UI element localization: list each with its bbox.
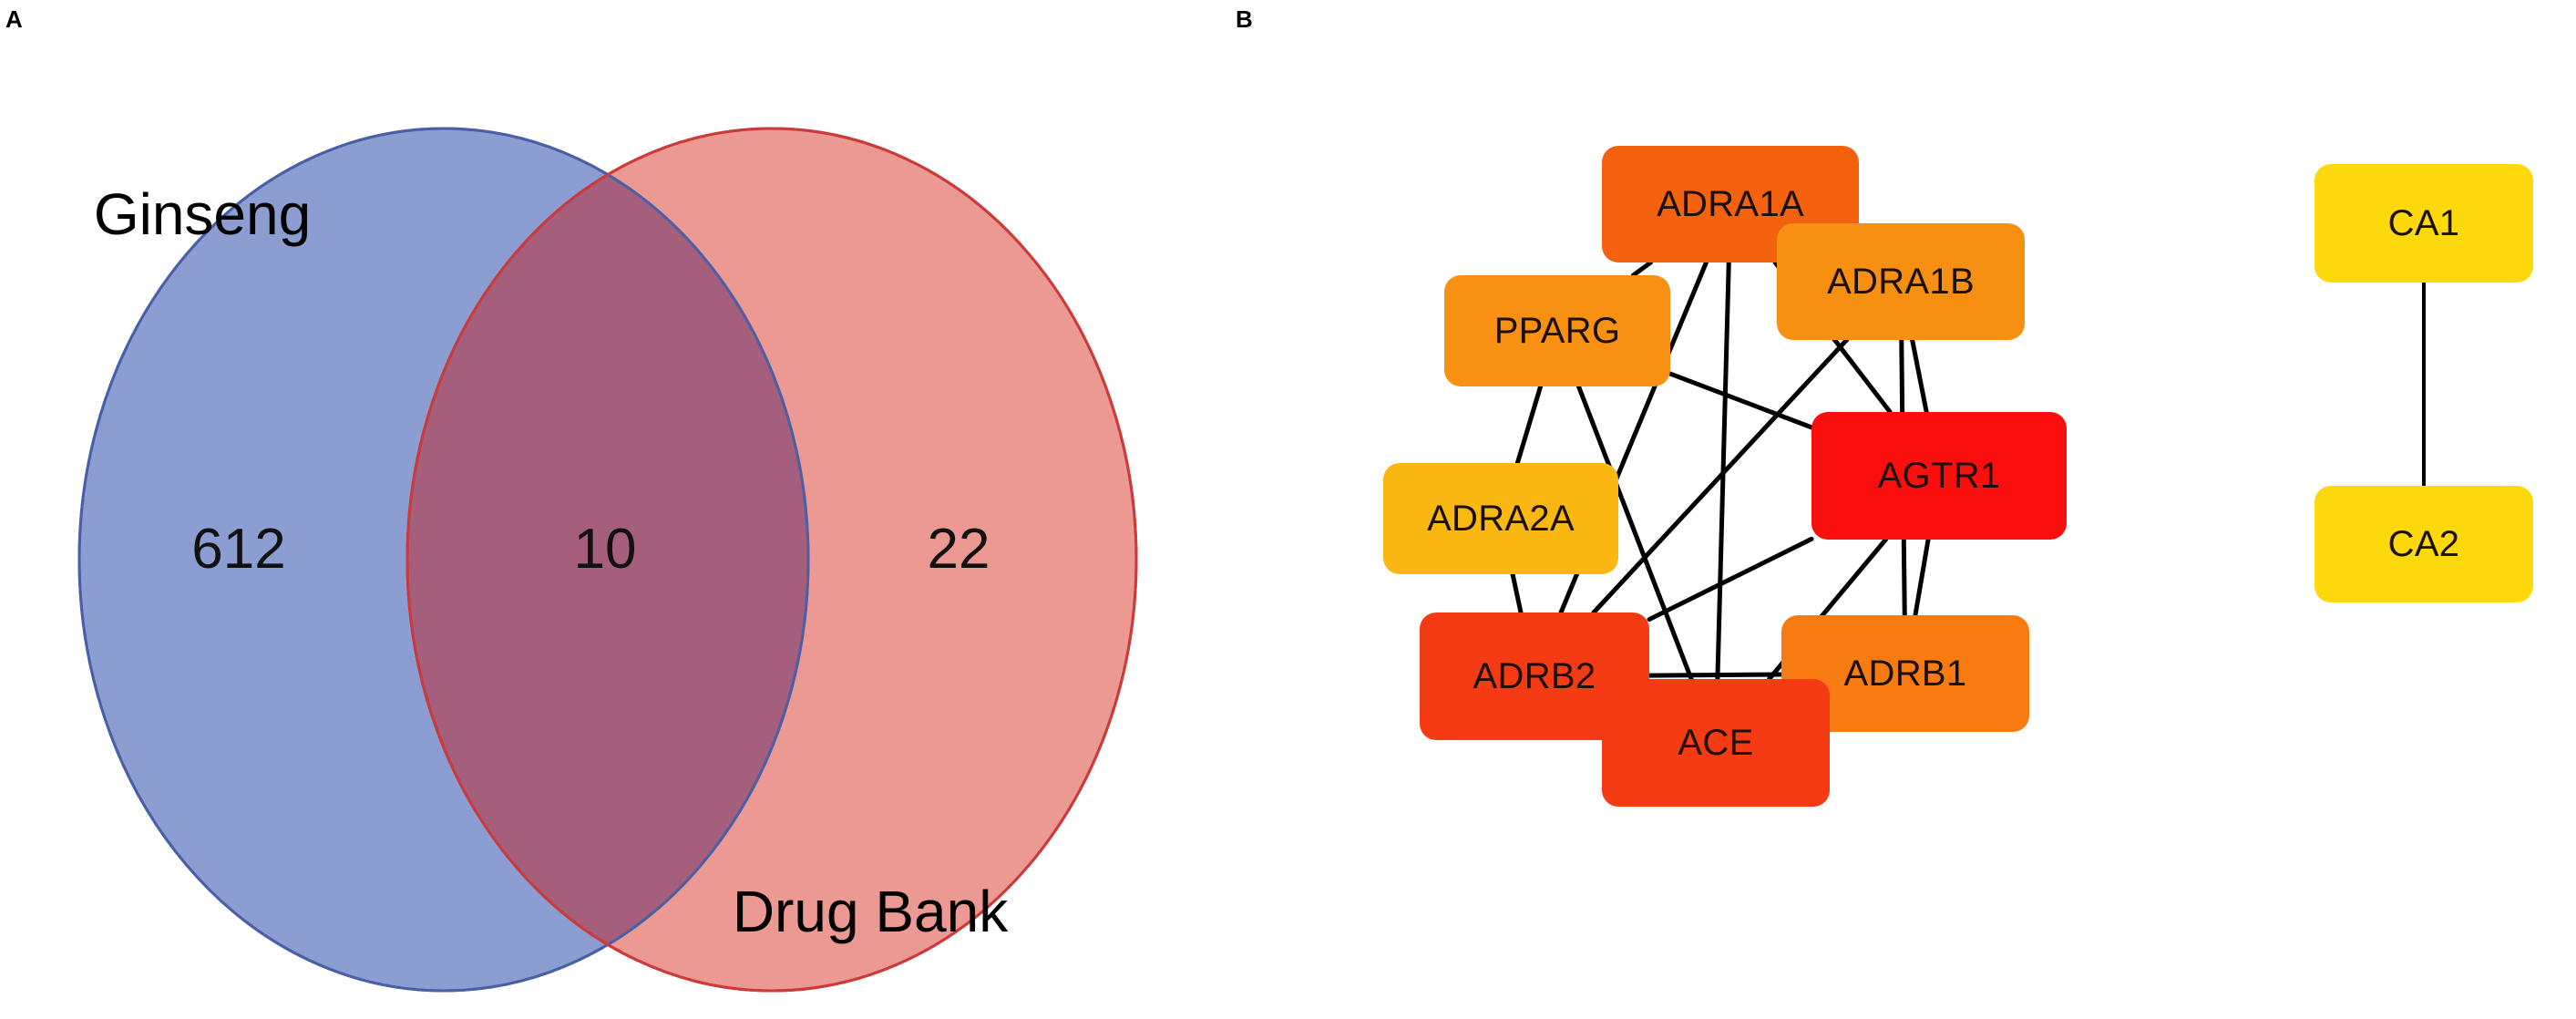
network-node-ca2[interactable]: CA2	[2314, 486, 2533, 602]
venn-outline-drugbank	[405, 127, 1138, 993]
network-node-pparg[interactable]: PPARG	[1444, 275, 1670, 386]
network-node-adra1b[interactable]: ADRA1B	[1777, 223, 2025, 340]
network-node-ca1[interactable]: CA1	[2314, 164, 2533, 283]
network-node-label: PPARG	[1493, 310, 1621, 351]
venn-outline-ginseng	[77, 127, 810, 993]
network-edge-agtr1-adrb2	[1647, 536, 1814, 623]
venn-count-drugbank-only: 22	[927, 518, 990, 581]
network-edge-agtr1-adrb1	[1913, 537, 1931, 618]
panel-a-label: A	[5, 5, 24, 33]
venn-svg	[77, 127, 1138, 993]
network-node-label: ADRB1	[1843, 653, 1967, 694]
network-edge-adra2a-pparg	[1514, 384, 1544, 466]
venn-label-drugbank: Drug Bank	[732, 879, 1009, 944]
network-node-label: ADRB2	[1473, 655, 1596, 696]
panel-b-label: B	[1236, 5, 1254, 33]
network-node-adrb2[interactable]: ADRB2	[1420, 612, 1649, 740]
venn-label-ginseng: Ginseng	[93, 181, 312, 247]
network-node-adra1a[interactable]: ADRA1A	[1602, 146, 1859, 262]
network-edge-adrb2-adra2a	[1510, 571, 1524, 615]
network-node-adra2a[interactable]: ADRA2A	[1383, 463, 1618, 574]
network-edge-agtr1-pparg	[1668, 371, 1814, 430]
network-node-label: ADRA1B	[1827, 261, 1975, 302]
network-edge-adra1b-adrb2	[1591, 337, 1850, 615]
network-node-label: ADRA2A	[1427, 498, 1575, 539]
panel-a-venn-diagram: A Ginseng Drug Bank 612 10 22	[0, 0, 1221, 1019]
network-edge-adrb1-adrb2	[1647, 672, 1784, 678]
network-node-label: ADRA1A	[1657, 183, 1804, 224]
network-node-label: CA1	[2387, 202, 2460, 243]
network-node-label: CA2	[2387, 523, 2460, 564]
network-node-agtr1[interactable]: AGTR1	[1811, 412, 2067, 540]
network-node-label: AGTR1	[1877, 455, 2001, 496]
network-edge-adra1a-pparg	[1630, 260, 1654, 278]
venn-count-ginseng-only: 612	[191, 518, 286, 581]
network-edge-ace-pparg	[1575, 384, 1694, 682]
network-node-label: ACE	[1678, 722, 1754, 763]
network-edge-adra1b-agtr1	[1910, 337, 1929, 415]
venn-count-intersection: 10	[573, 518, 637, 581]
